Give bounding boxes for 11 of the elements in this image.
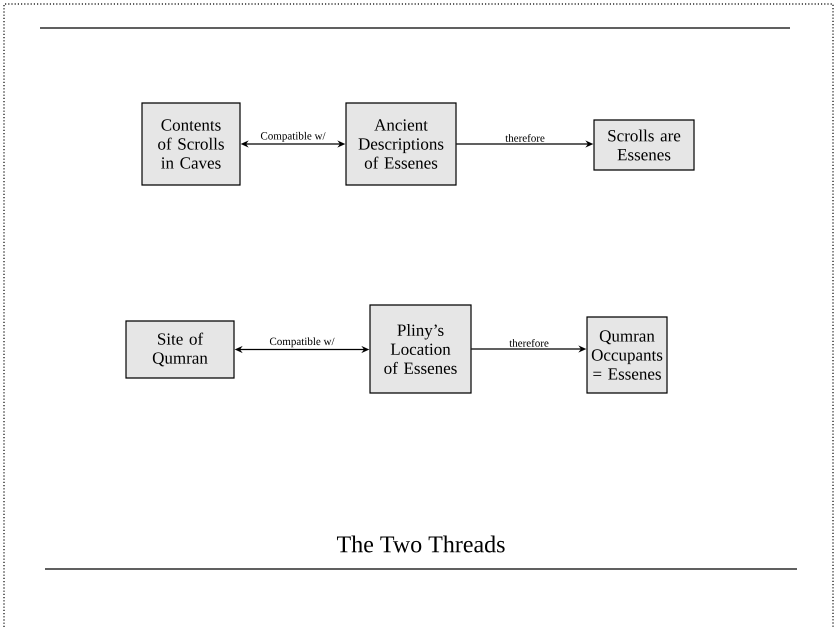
process-box: Site of Qumran — [125, 320, 235, 379]
process-box: Ancient Descriptions of Essenes — [345, 102, 457, 186]
edge-label: Compatible w/ — [268, 336, 336, 348]
edge-label: therefore — [508, 338, 550, 348]
caption: The Two Threads — [336, 536, 505, 552]
process-box: Contents of Scrolls in Caves — [141, 102, 241, 186]
process-box: Scrolls are Essenes — [593, 119, 695, 171]
process-box: Pliny’s Location of Essenes — [369, 304, 472, 394]
edge-label: Compatible w/ — [259, 130, 327, 143]
edge-label: therefore — [504, 132, 546, 143]
process-box: Qumran Occupants = Essenes — [586, 316, 668, 394]
